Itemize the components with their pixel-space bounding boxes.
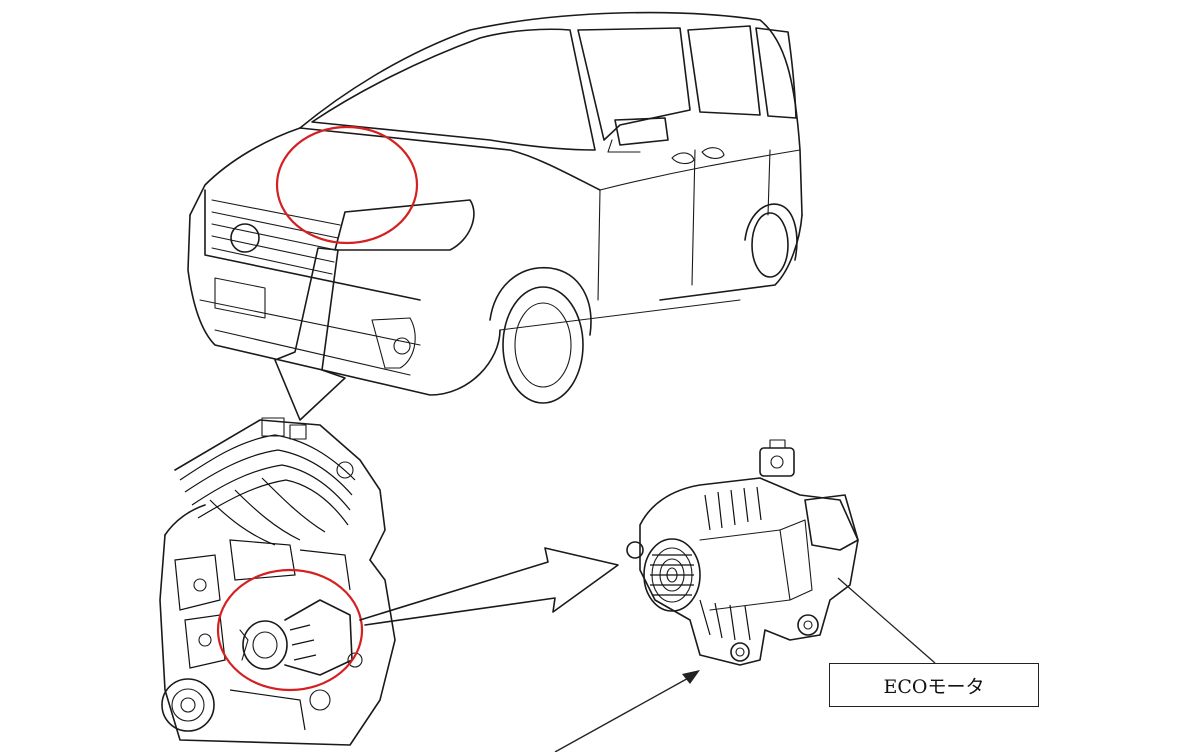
van-icon (187, 11, 803, 404)
arrow-engine-to-alternator (359, 547, 619, 626)
engine-icon (159, 417, 396, 746)
engine-highlight-circle (216, 568, 364, 692)
label-leader-line (837, 577, 936, 664)
alternator-icon (626, 439, 859, 666)
eco-motor-label: ECOモータ (829, 663, 1039, 707)
arrow-van-to-engine (274, 247, 346, 421)
eco-motor-label-text: ECOモータ (883, 675, 985, 698)
bottom-pointer-arrowhead (682, 670, 700, 684)
van-highlight-circle (275, 125, 419, 245)
bottom-pointer-line (554, 675, 693, 752)
